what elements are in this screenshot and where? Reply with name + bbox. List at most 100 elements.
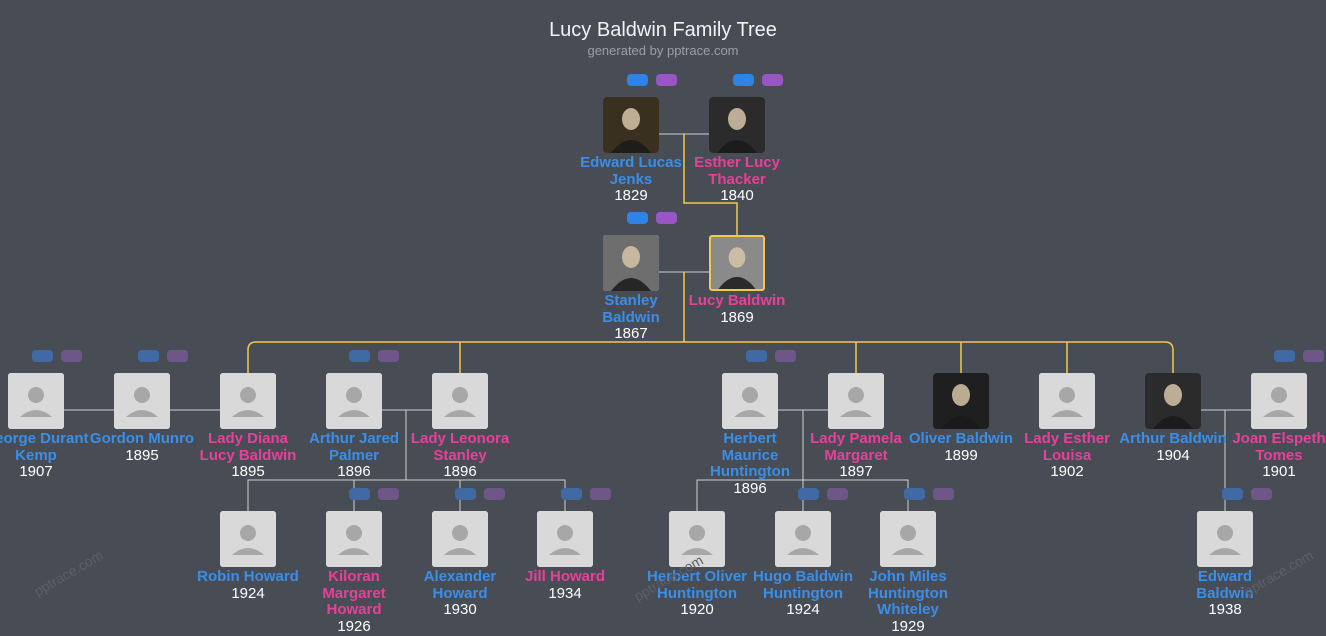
portrait-photo[interactable] xyxy=(603,235,659,291)
person-year: 1924 xyxy=(231,584,265,602)
avatar-placeholder[interactable] xyxy=(775,511,831,567)
expand-father-button[interactable] xyxy=(627,74,648,86)
person-name[interactable]: Alexander Howard xyxy=(423,568,497,602)
family-link xyxy=(683,134,738,235)
portrait-photo[interactable] xyxy=(709,235,765,291)
person-year: 1867 xyxy=(614,325,648,342)
person-name[interactable]: Oliver Baldwin xyxy=(908,430,1014,447)
person-name[interactable]: Joan Elspeth Tomes xyxy=(1232,430,1326,464)
person-year: 1938 xyxy=(1208,601,1242,618)
portrait-photo[interactable] xyxy=(709,97,765,153)
avatar-placeholder[interactable] xyxy=(828,373,884,429)
person-year: 1895 xyxy=(231,463,265,480)
person-year: 1929 xyxy=(891,617,925,635)
person-year: 1934 xyxy=(548,584,582,602)
person-year: 1930 xyxy=(443,601,477,618)
person-name[interactable]: Jill Howard xyxy=(524,568,606,585)
expand-father-button[interactable] xyxy=(349,488,370,500)
person-name[interactable]: Lady Esther Louisa xyxy=(1024,430,1110,464)
avatar-placeholder[interactable] xyxy=(669,511,725,567)
expand-father-button[interactable] xyxy=(798,488,819,500)
expand-father-button[interactable] xyxy=(1274,350,1295,362)
person-year: 1869 xyxy=(720,308,754,326)
avatar-placeholder[interactable] xyxy=(1197,511,1253,567)
expand-mother-button[interactable] xyxy=(484,488,505,500)
person-year: 1901 xyxy=(1262,463,1296,480)
avatar-placeholder[interactable] xyxy=(722,373,778,429)
expand-mother-button[interactable] xyxy=(656,212,677,224)
expand-mother-button[interactable] xyxy=(378,350,399,362)
expand-father-button[interactable] xyxy=(32,350,53,362)
person-name[interactable]: Kiloran Margaret Howard xyxy=(322,568,386,618)
page-subtitle: generated by pptrace.com xyxy=(587,43,739,58)
person-year: 1896 xyxy=(337,463,371,480)
expand-mother-button[interactable] xyxy=(656,74,677,86)
person-name[interactable]: Hugo Baldwin Huntington xyxy=(753,568,853,602)
person-name[interactable]: Arthur Jared Palmer xyxy=(308,430,400,464)
person-year: 1840 xyxy=(720,187,754,204)
person-year: 1902 xyxy=(1050,463,1084,480)
expand-mother-button[interactable] xyxy=(775,350,796,362)
avatar-placeholder[interactable] xyxy=(326,373,382,429)
avatar-placeholder[interactable] xyxy=(114,373,170,429)
avatar-placeholder[interactable] xyxy=(220,373,276,429)
expand-mother-button[interactable] xyxy=(1251,488,1272,500)
portrait-photo[interactable] xyxy=(1145,373,1201,429)
person-name[interactable]: George Durant Kemp xyxy=(0,430,89,464)
person-year: 1897 xyxy=(839,463,873,480)
page-title: Lucy Baldwin Family Tree xyxy=(549,19,777,41)
expand-father-button[interactable] xyxy=(627,212,648,224)
expand-father-button[interactable] xyxy=(1222,488,1243,500)
person-name[interactable]: Stanley Baldwin xyxy=(602,292,660,326)
expand-mother-button[interactable] xyxy=(827,488,848,500)
expand-father-button[interactable] xyxy=(746,350,767,362)
person-year: 1926 xyxy=(337,617,371,635)
expand-mother-button[interactable] xyxy=(1303,350,1324,362)
person-year: 1899 xyxy=(944,446,978,464)
person-name[interactable]: Gordon Munro xyxy=(89,430,195,447)
expand-mother-button[interactable] xyxy=(167,350,188,362)
expand-mother-button[interactable] xyxy=(933,488,954,500)
person-name[interactable]: Edward Baldwin xyxy=(1196,568,1254,602)
person-name[interactable]: Lady Leonora Stanley xyxy=(410,430,510,464)
expand-father-button[interactable] xyxy=(733,74,754,86)
person-year: 1920 xyxy=(680,601,714,618)
expand-father-button[interactable] xyxy=(138,350,159,362)
person-name[interactable]: John Miles Huntington Whiteley xyxy=(868,568,948,618)
expand-father-button[interactable] xyxy=(349,350,370,362)
person-name[interactable]: Arthur Baldwin xyxy=(1119,430,1227,447)
avatar-placeholder[interactable] xyxy=(8,373,64,429)
expand-father-button[interactable] xyxy=(904,488,925,500)
person-name[interactable]: Lady Diana Lucy Baldwin xyxy=(199,430,297,464)
person-name[interactable]: Lucy Baldwin xyxy=(688,292,786,309)
person-name[interactable]: Herbert Maurice Huntington xyxy=(710,430,790,480)
person-year: 1896 xyxy=(443,463,477,480)
family-link xyxy=(247,410,566,511)
avatar-placeholder[interactable] xyxy=(432,373,488,429)
expand-mother-button[interactable] xyxy=(378,488,399,500)
person-name[interactable]: Lady Pamela Margaret xyxy=(810,430,902,464)
expand-mother-button[interactable] xyxy=(762,74,783,86)
person-year: 1829 xyxy=(614,187,648,204)
avatar-placeholder[interactable] xyxy=(880,511,936,567)
avatar-placeholder[interactable] xyxy=(220,511,276,567)
avatar-placeholder[interactable] xyxy=(1039,373,1095,429)
avatar-placeholder[interactable] xyxy=(432,511,488,567)
person-name[interactable]: Edward Lucas Jenks xyxy=(580,154,682,188)
expand-father-button[interactable] xyxy=(561,488,582,500)
avatar-placeholder[interactable] xyxy=(1251,373,1307,429)
family-link xyxy=(247,341,1174,373)
person-year: 1904 xyxy=(1156,446,1190,464)
avatar-placeholder[interactable] xyxy=(326,511,382,567)
expand-mother-button[interactable] xyxy=(590,488,611,500)
expand-mother-button[interactable] xyxy=(61,350,82,362)
person-year: 1924 xyxy=(786,601,820,618)
person-name[interactable]: Robin Howard xyxy=(197,568,299,585)
portrait-photo[interactable] xyxy=(933,373,989,429)
person-name[interactable]: Esther Lucy Thacker xyxy=(694,154,780,188)
expand-father-button[interactable] xyxy=(455,488,476,500)
avatar-placeholder[interactable] xyxy=(537,511,593,567)
person-name[interactable]: Herbert Oliver Huntington xyxy=(646,568,748,602)
portrait-photo[interactable] xyxy=(603,97,659,153)
